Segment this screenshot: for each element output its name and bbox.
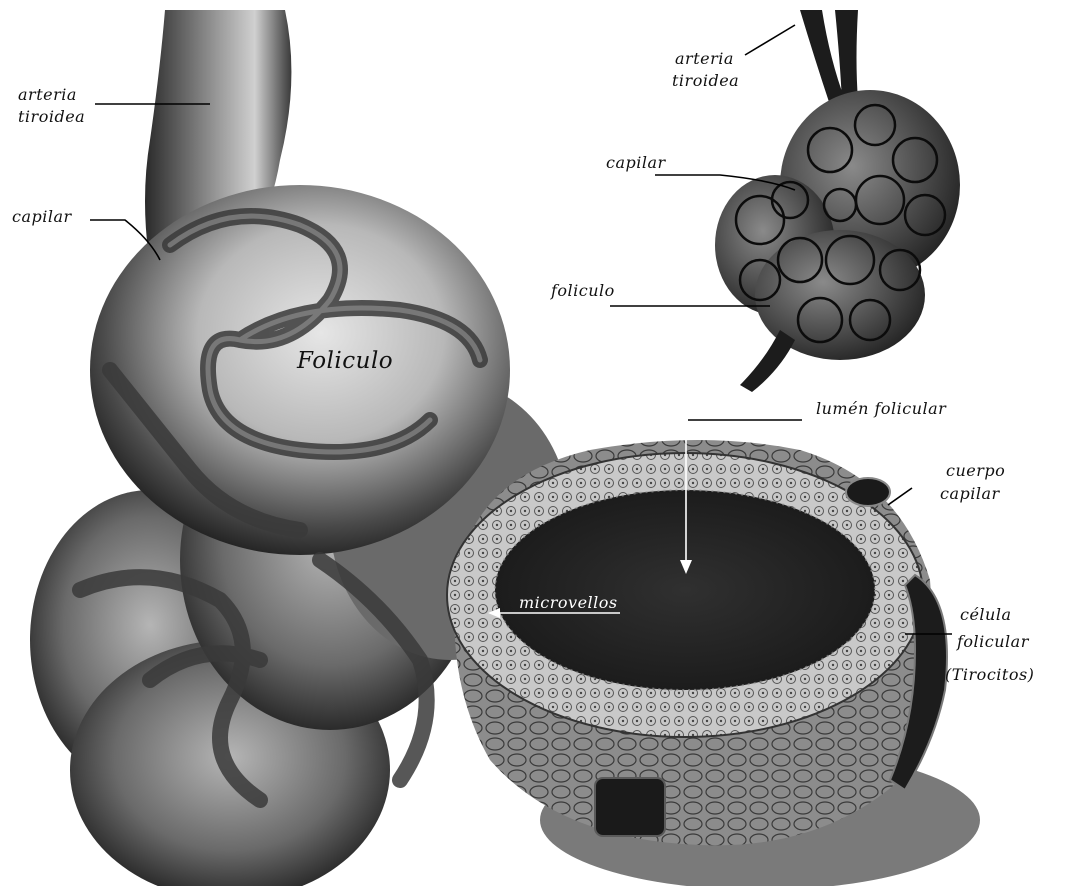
- label-celula-1: célula: [960, 605, 1012, 624]
- artery-top-right: [800, 10, 858, 105]
- label-microvellos: microvellos: [519, 593, 618, 612]
- label-foliculo-main: Foliculo: [296, 348, 393, 374]
- capillary-bottom: [595, 778, 665, 836]
- colloid-lumen: [495, 490, 875, 690]
- leader-cuerpo: [888, 488, 912, 505]
- label-capilar-right: capilar: [606, 153, 667, 172]
- label-capilar-left: capilar: [12, 207, 73, 226]
- label-foliculo-right: foliculo: [550, 281, 615, 300]
- label-celula-2: folicular: [956, 632, 1030, 651]
- label-cuerpo-2: capilar: [940, 484, 1001, 503]
- label-arteria-right-2: tiroidea: [672, 71, 739, 90]
- label-arteria-left-1: arteria: [18, 85, 77, 104]
- capillary-body: [846, 478, 890, 506]
- label-celula-3: (Tirocitos): [945, 665, 1034, 684]
- sectioned-follicle: [447, 440, 947, 845]
- follicle-cluster-small: [715, 10, 960, 392]
- label-cuerpo-1: cuerpo: [946, 461, 1005, 480]
- label-arteria-left-2: tiroidea: [18, 107, 85, 126]
- cluster-stem: [740, 330, 795, 392]
- label-lumen: lumén folicular: [816, 399, 947, 418]
- label-arteria-right-1: arteria: [675, 49, 734, 68]
- leader-arteria-right: [745, 25, 795, 55]
